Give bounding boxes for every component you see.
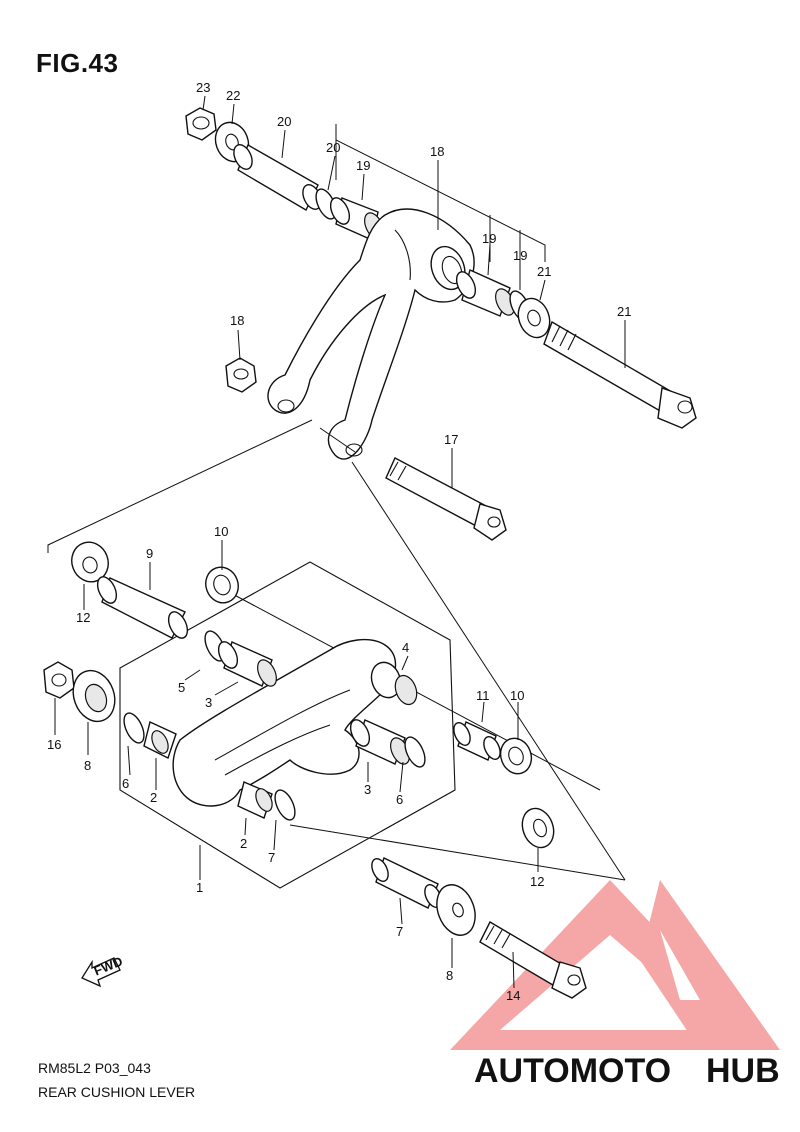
callout-13: 14 <box>506 988 520 1003</box>
callout-9: 9 <box>146 546 153 561</box>
part-10-seal-upper <box>205 566 239 604</box>
model-code: RM85L2 P03_043 <box>38 1060 151 1076</box>
callout-5-right: 6 <box>396 792 403 807</box>
part-14-nut <box>43 661 75 699</box>
callout-8-right: 8 <box>446 968 453 983</box>
callout-16: 18 <box>230 313 244 328</box>
part-5-seal-right <box>404 736 426 768</box>
part-12-washer-lower <box>521 807 555 849</box>
callout-3-right: 3 <box>364 782 371 797</box>
callout-23: 23 <box>196 80 210 95</box>
part-18-bearing-lower <box>455 269 515 317</box>
figure-title: FIG.43 <box>36 48 119 78</box>
callout-8-left: 8 <box>84 758 91 773</box>
part-8-spacer-left <box>72 669 116 723</box>
callout-7: 7 <box>396 924 403 939</box>
callout-1: 1 <box>196 880 203 895</box>
callout-20-lower: 21 <box>537 264 551 279</box>
part-23-nut <box>185 107 217 141</box>
part-11-collar <box>453 721 501 761</box>
assembly-bracket-17 <box>335 124 546 262</box>
part-17-cushion-rod <box>267 208 475 460</box>
part-6-seal-lower <box>274 789 296 821</box>
callout-4: 4 <box>402 640 409 655</box>
part-9-collar <box>96 576 189 639</box>
part-10-seal-lower <box>499 737 533 775</box>
callout-15: 17 <box>444 432 458 447</box>
callout-18-lower: 19 <box>482 231 496 246</box>
callout-10-upper: 10 <box>214 524 228 539</box>
callout-14: 16 <box>47 737 61 752</box>
callout-17: 18 <box>430 144 444 159</box>
part-12-washer-upper <box>71 541 109 583</box>
callout-22: 21 <box>617 304 631 319</box>
callout-6-lower: 7 <box>268 850 275 865</box>
callout-19-upper: 20 <box>326 140 340 155</box>
watermark-logo-icon <box>450 880 780 1050</box>
part-22-bolt <box>543 320 697 429</box>
watermark-text-light: AUTOMOTO <box>474 1052 671 1090</box>
part-13-bolt <box>479 921 587 999</box>
part-1-cushion-lever <box>172 638 397 807</box>
callout-21: 20 <box>277 114 291 129</box>
callout-2-lower: 2 <box>240 836 247 851</box>
callout-6-left: 6 <box>122 776 129 791</box>
forward-direction-arrow-icon: FWD <box>81 954 125 988</box>
part-20-washer-lower <box>517 297 551 339</box>
part-16-nut <box>225 357 257 393</box>
callout-12-upper: 12 <box>76 610 90 625</box>
part-2-bearing-lower <box>237 781 273 819</box>
part-21-sleeve <box>233 143 322 211</box>
part-7-collar <box>371 857 442 909</box>
watermark-text-dark: HUB <box>706 1052 780 1090</box>
callout-2-left: 2 <box>150 790 157 805</box>
part-4-bearing <box>370 661 418 706</box>
callout-3-upper-left: 3 <box>205 695 212 710</box>
callout-numbers: 23 22 20 20 19 18 19 19 21 21 18 17 10 9… <box>47 80 631 1003</box>
part-8-washer-right <box>436 884 476 936</box>
part-6-seal-left <box>123 712 145 744</box>
callout-19-lower: 19 <box>513 248 527 263</box>
callout-20-upper: 22 <box>226 88 240 103</box>
part-2-bearing-left <box>143 721 177 759</box>
callout-11: 11 <box>476 688 490 703</box>
callout-5-upper-left: 5 <box>178 680 185 695</box>
part-15-bolt <box>385 457 507 541</box>
callout-10-lower: 10 <box>510 688 524 703</box>
part-3-bearing-upper-left <box>217 641 277 687</box>
callout-18-upper: 19 <box>356 158 370 173</box>
reference-lines <box>47 419 626 881</box>
callout-leaders <box>54 95 626 989</box>
callout-12-lower: 12 <box>530 874 544 889</box>
figure-name: REAR CUSHION LEVER <box>38 1084 196 1100</box>
